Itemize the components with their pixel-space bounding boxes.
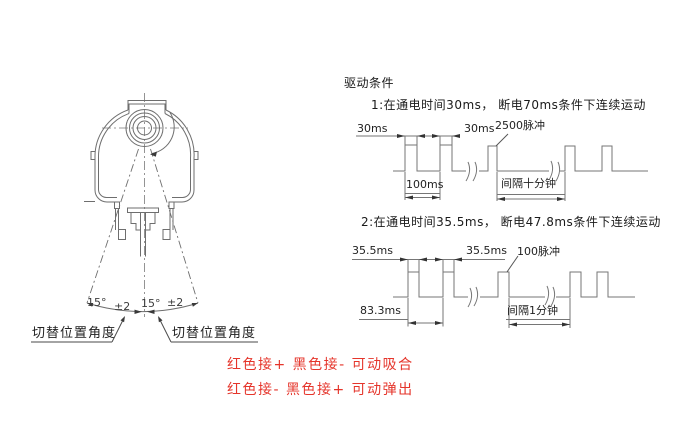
angle-value-right: 15° [141,297,161,310]
wf2-on-time-label-1: 35.5ms [352,244,393,257]
angle-value-left: 15° [87,296,107,309]
position-label-leaders [31,316,258,342]
switch-position-label-right: 切替位置角度 [172,326,257,341]
swing-range-lines [87,149,198,303]
wf1-dimension-interval [497,172,565,201]
drive-conditions-heading: 驱动条件 [344,76,395,90]
angle-dimension-arc [87,303,198,314]
wf2-period-label: 83.3ms [360,304,401,317]
waveform-1 [350,118,652,201]
wf1-period-label: 100ms [406,178,444,191]
wf2-dimension-period [359,298,443,327]
wf2-signal [393,272,635,307]
wf1-signal [393,145,648,181]
wf1-dimension-top [356,134,460,145]
wf1-interval-label: 间隔十分钟 [501,177,556,190]
wf1-pulse-leader [496,134,508,146]
angle-tolerance-left: ±2 [114,300,131,313]
centerlines [102,93,188,317]
waveform-2 [350,242,652,334]
wf1-on-time-label-1: 30ms [357,122,388,135]
housing-outline [84,101,198,203]
wiring-note-release: 红色接- 黑色接+ 可动弹出 [227,382,414,398]
plunger-bracket [115,202,175,257]
wf2-on-time-label-2: 35.5ms [466,244,507,257]
rotor-circles [126,110,163,147]
actuator-drawing [20,82,270,352]
wf2-pulse-leader [507,256,518,272]
wf2-dimension-interval [506,298,570,328]
switch-position-label-left: 切替位置角度 [32,326,117,341]
wf1-dimension-100ms [405,172,440,200]
condition-1-title: 1:在通电时间30ms， 断电70ms条件下连续运动 [371,98,646,112]
wf1-on-time-label-2: 30ms [464,122,495,135]
rotation-arrow [150,113,174,157]
wf2-pulse-count-label: 100脉冲 [517,245,560,258]
wf2-dimension-top [352,257,505,273]
wf1-pulse-count-label: 2500脉冲 [495,119,545,132]
wiring-note-attract: 红色接+ 黑色接- 可动吸合 [227,357,414,373]
angle-tolerance-right: ±2 [167,296,184,309]
wf2-interval-label: 间隔1分钟 [507,304,558,317]
condition-2-title: 2:在通电时间35.5ms， 断电47.8ms条件下连续运动 [361,215,661,229]
